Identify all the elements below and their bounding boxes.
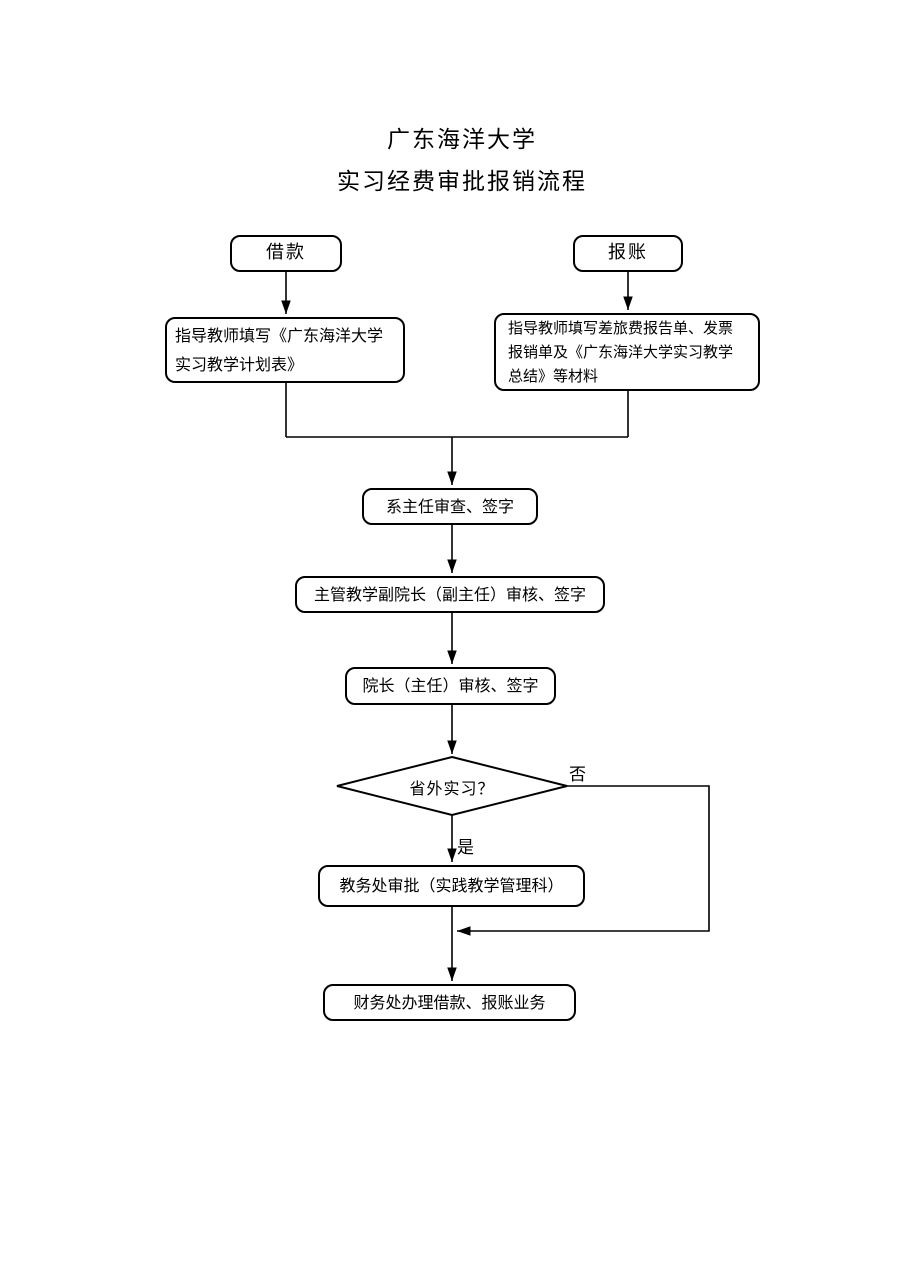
edge-label-yes: 是 xyxy=(457,838,474,858)
node-reimburse-start: 报账 xyxy=(573,235,683,272)
decision-node-label: 省外实习？ xyxy=(409,779,495,798)
page-title: 广东海洋大学 xyxy=(387,127,537,153)
node-dean-review: 院长（主任）审核、签字 xyxy=(345,667,556,705)
node-academic-office-approval: 教务处审批（实践教学管理科） xyxy=(318,865,585,907)
edge-decision-no-bypass xyxy=(457,785,710,936)
page-subtitle: 实习经费审批报销流程 xyxy=(337,169,587,195)
node-vice-dean-review: 主管教学副院长（副主任）审核、签字 xyxy=(295,576,605,613)
node-plan-form: 指导教师填写《广东海洋大学实习教学计划表》 xyxy=(165,317,405,383)
node-dept-head-review: 系主任审查、签字 xyxy=(362,488,538,525)
edge-label-no: 否 xyxy=(569,765,586,785)
node-expense-form: 指导教师填写差旅费报告单、发票报销单及《广东海洋大学实习教学总结》等材料 xyxy=(494,313,760,391)
node-finance-office-processing: 财务处办理借款、报账业务 xyxy=(323,984,576,1021)
node-borrow-start: 借款 xyxy=(230,235,342,272)
